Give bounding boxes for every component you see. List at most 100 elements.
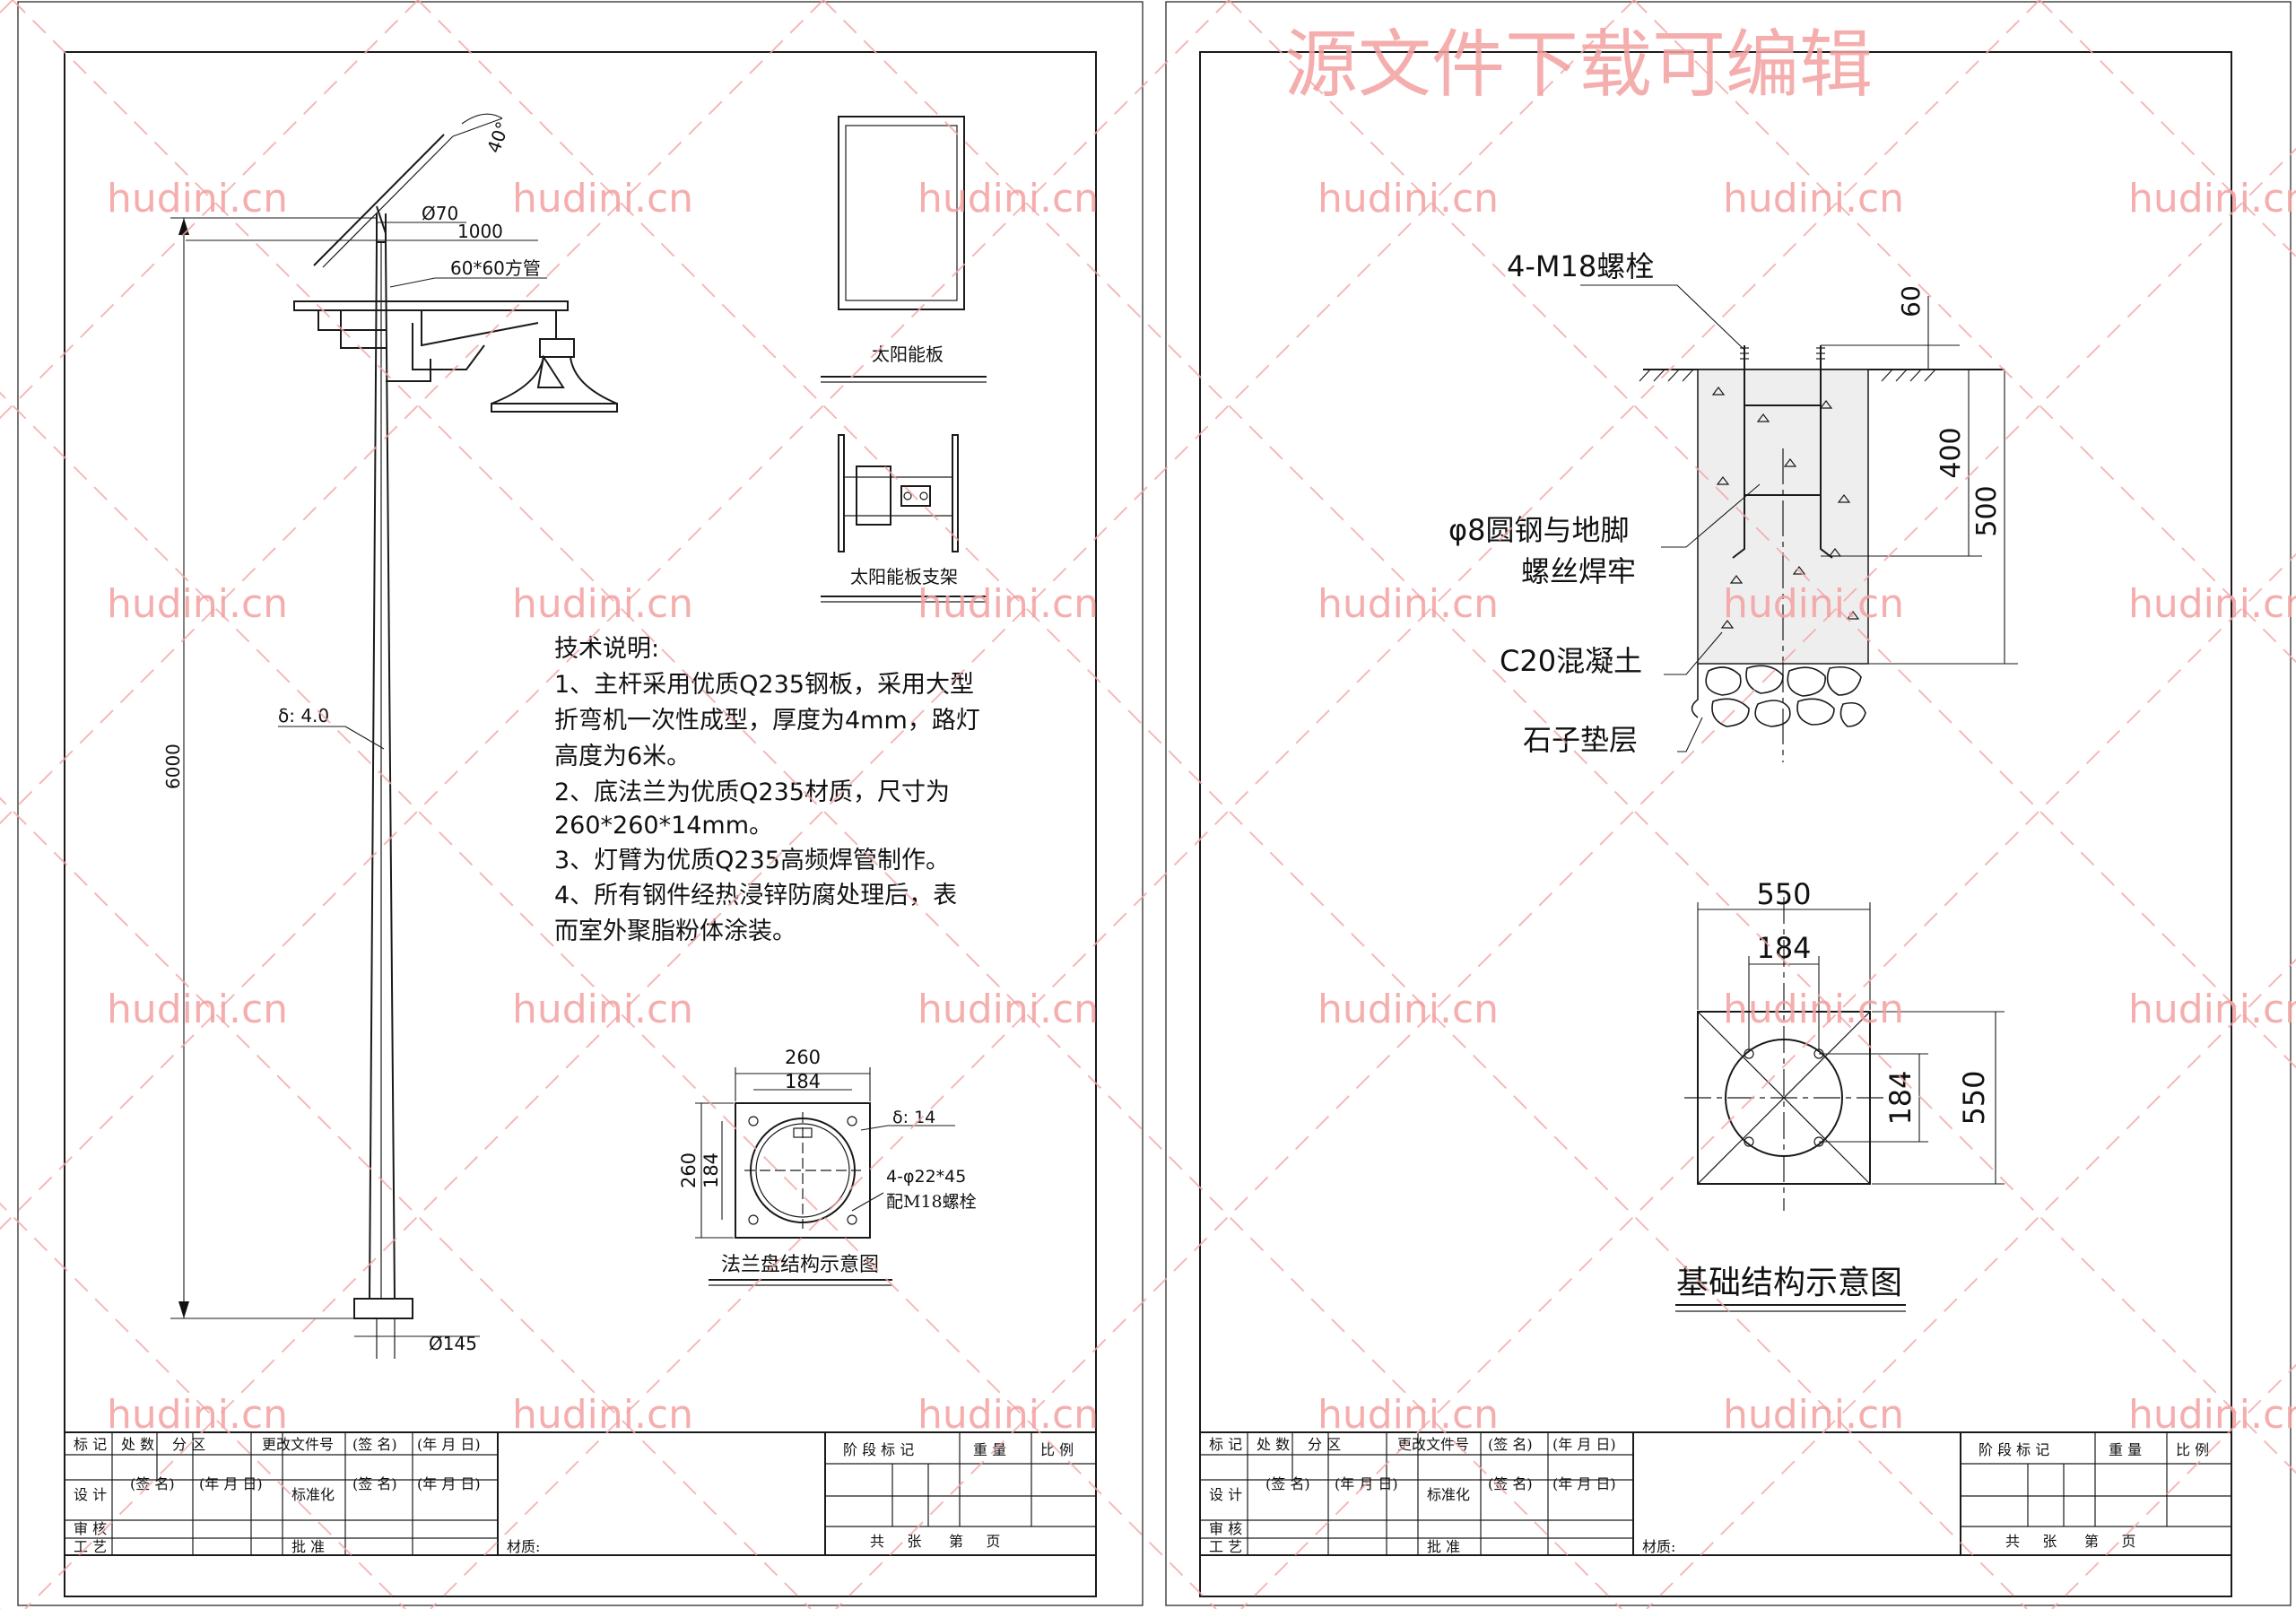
- gravel-label: 石子垫层: [1523, 723, 1638, 757]
- solar-panel-caption: 太阳能板: [872, 344, 944, 365]
- notes-line: 4、所有钢件经热浸锌防腐处理后，表: [554, 882, 957, 909]
- tb-design-sign: (签 名): [130, 1475, 175, 1492]
- tb-count: 处 数: [121, 1436, 154, 1453]
- tb-sign: (签 名): [352, 1436, 397, 1453]
- height-label: 6000: [162, 744, 184, 789]
- tb-approve: 批 准: [291, 1538, 325, 1555]
- thickness-label: δ: 4.0: [278, 705, 329, 726]
- tb-mark: 标 记: [1209, 1436, 1242, 1453]
- base-diameter-label: Ø145: [429, 1333, 477, 1354]
- watermark-line: [1633, 0, 2296, 664]
- tb-approve: 批 准: [1427, 1538, 1460, 1555]
- foundation-section: 4-M18螺栓 φ8圆钢与地脚 螺丝焊牢 C20混凝土 石子垫层 60 400 …: [1448, 249, 2018, 762]
- flange-caption: 法兰盘结构示意图: [721, 1254, 879, 1276]
- watermark-line: [1240, 552, 2296, 1609]
- flange-thickness-label: δ: 14: [892, 1108, 935, 1127]
- dim-60-label: 60: [1896, 285, 1926, 317]
- watermark-text: hudini.cn: [512, 987, 693, 1032]
- tb-material: 材质:: [1642, 1538, 1675, 1555]
- concrete-label: C20混凝土: [1500, 644, 1642, 678]
- watermark-text: hudini.cn: [107, 176, 288, 222]
- plan-height-label: 550: [1957, 1070, 1991, 1125]
- watermark-line: [0, 0, 419, 420]
- watermark-line: [822, 0, 2296, 1474]
- watermark-text: hudini.cn: [1318, 1392, 1499, 1438]
- watermark-text: hudini.cn: [1318, 176, 1499, 222]
- tb-date: (年 月 日): [417, 1436, 481, 1453]
- watermark-text: hudini.cn: [2128, 1392, 2296, 1438]
- watermark-text: hudini.cn: [1318, 581, 1499, 627]
- tb-weight: 重 量: [2109, 1441, 2142, 1458]
- left-title-block: 标 记 处 数 分 区 更改文件号 (签 名) (年 月 日) 设 计 (签 名…: [64, 1431, 1097, 1556]
- tb-standard: 标准化: [1427, 1486, 1470, 1503]
- watermark-text: hudini.cn: [1723, 581, 1904, 627]
- watermark-line: [0, 0, 824, 825]
- notes-line: 1、主杆采用优质Q235钢板，采用大型: [554, 671, 974, 699]
- watermark-text: hudini.cn: [512, 1392, 693, 1438]
- right-sheet-frame: [1165, 1, 2292, 1606]
- watermark-banner: 源文件下载可编辑: [1284, 22, 1873, 108]
- plan-caption: 基础结构示意图: [1676, 1265, 1902, 1301]
- watermark-line: [2039, 0, 2296, 258]
- tb-sheets: 共 张 第 页: [870, 1533, 1000, 1550]
- flange-width-label: 260: [785, 1047, 821, 1068]
- solar-panel-side: [313, 134, 445, 266]
- watermark-line: [12, 0, 1622, 1609]
- right-title-block: 标 记 处 数 分 区 更改文件号 (签 名) (年 月 日) 设 计 (签 名…: [1199, 1431, 2232, 1556]
- watermark-text: hudini.cn: [2128, 987, 2296, 1032]
- flange-bolts-label: 配M18螺栓: [886, 1192, 977, 1212]
- watermark-line: [1228, 0, 2296, 1069]
- tb-change: 更改文件号: [1397, 1436, 1469, 1453]
- watermark-text: hudini.cn: [512, 176, 693, 222]
- lamp-head: [491, 310, 618, 413]
- tb-process: 工 艺: [74, 1538, 107, 1555]
- lamp-arm: [293, 300, 569, 311]
- plan-width-label: 550: [1756, 877, 1811, 911]
- watermark-line: [417, 0, 2028, 1609]
- watermark-text: hudini.cn: [107, 1392, 288, 1438]
- watermark-text: hudini.cn: [1723, 176, 1904, 222]
- tb-stage: 阶 段 标 记: [1979, 1441, 2049, 1458]
- tb-review: 审 核: [74, 1520, 107, 1537]
- watermark-line: [2051, 1363, 2296, 1609]
- watermark-text: hudini.cn: [1723, 1392, 1904, 1438]
- top-diameter-label: Ø70: [422, 203, 458, 224]
- watermark-line: [24, 0, 1635, 1609]
- tb-standard-date: (年 月 日): [1552, 1475, 1616, 1492]
- rebar-label-1: φ8圆钢与地脚: [1448, 513, 1629, 547]
- bolt-label: 4-M18螺栓: [1507, 249, 1654, 283]
- watermark-line: [0, 1202, 406, 1609]
- tb-standard-sign: (签 名): [352, 1475, 397, 1492]
- watermark-line: [430, 0, 2040, 1609]
- watermark-text: hudini.cn: [918, 176, 1099, 222]
- flange-bolt-spacing-v-label: 184: [700, 1152, 722, 1188]
- bracket-caption: 太阳能板支架: [850, 566, 958, 587]
- watermark-texts: hudini.cn hudini.cn hudini.cn hudini.cn hudi…: [107, 176, 2296, 1438]
- pole-elevation: 40° Ø70 1000 60*60方管: [162, 113, 618, 1359]
- watermark-line: [0, 0, 13, 14]
- dim-400-label: 400: [1935, 427, 1967, 478]
- tb-design: 设 计: [74, 1486, 107, 1503]
- notes-line: 折弯机一次性成型，厚度为4mm，路灯: [554, 707, 980, 735]
- watermark-line: [0, 391, 1217, 1609]
- arm-tube-label: 60*60方管: [450, 257, 541, 279]
- flange-holes-label: 4-φ22*45: [886, 1167, 966, 1187]
- foundation-plan: 550 184 184 550 基础结构示意图: [1675, 877, 2005, 1312]
- tb-count: 处 数: [1257, 1436, 1290, 1453]
- watermark-text: hudini.cn: [918, 581, 1099, 627]
- left-sheet-frame: [17, 1, 1144, 1606]
- tb-weight: 重 量: [973, 1441, 1006, 1458]
- dim-500-label: 500: [1971, 485, 2003, 536]
- tb-design-date: (年 月 日): [199, 1475, 263, 1492]
- main-pole: [368, 241, 396, 1300]
- technical-notes: 技术说明: 1、主杆采用优质Q235钢板，采用大型 折弯机一次性成型，厚度为4m…: [554, 635, 980, 945]
- tb-material: 材质:: [507, 1538, 540, 1555]
- tb-process: 工 艺: [1209, 1538, 1242, 1555]
- tb-mark: 标 记: [74, 1436, 107, 1453]
- watermark-text: hudini.cn: [918, 1392, 1099, 1438]
- tb-standard-sign: (签 名): [1488, 1475, 1533, 1492]
- watermark-text: hudini.cn: [107, 987, 288, 1032]
- watermark-text: hudini.cn: [1318, 987, 1499, 1032]
